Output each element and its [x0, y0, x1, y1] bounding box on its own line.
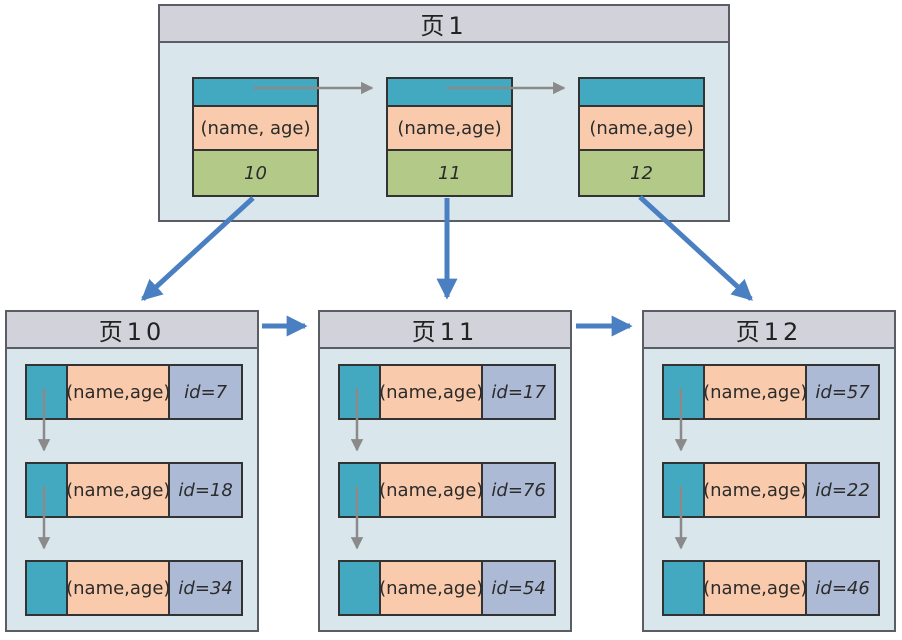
row-fields-cell: (name,age) [703, 366, 807, 418]
row-fields-cell: (name,age) [703, 562, 807, 614]
root-page-header: 页1 [160, 6, 728, 43]
row-id-cell: id=34 [170, 562, 241, 614]
row-pointer-cell [27, 562, 69, 614]
row-pointer-cell [340, 464, 382, 516]
leaf-page-11: 页11 (name,age) id=17 (name,age) id=76 (n… [318, 310, 572, 632]
leaf-row: (name,age) id=18 [25, 462, 243, 518]
row-fields-cell: (name,age) [66, 464, 170, 516]
row-pointer-cell [27, 366, 69, 418]
leaf-page-11-title: 页11 [411, 318, 479, 346]
leaf-page-12-header: 页12 [644, 312, 894, 349]
row-pointer-cell [340, 366, 382, 418]
row-fields-cell: (name,age) [379, 464, 483, 516]
leaf-row: (name,age) id=46 [662, 560, 880, 616]
leaf-page-12: 页12 (name,age) id=57 (name,age) id=22 (n… [642, 310, 896, 632]
record-key-cell: (name,age) [388, 107, 511, 151]
row-id-cell: id=46 [807, 562, 878, 614]
index-record-2: (name,age) 11 [386, 77, 513, 197]
row-id-cell: id=17 [483, 366, 554, 418]
record-pageno-cell: 12 [580, 151, 703, 195]
leaf-page-10-title: 页10 [98, 318, 166, 346]
row-id-cell: id=18 [170, 464, 241, 516]
leaf-row: (name,age) id=54 [338, 560, 556, 616]
record-key-cell: (name,age) [580, 107, 703, 151]
record-key-cell: (name, age) [194, 107, 317, 151]
record-pointer-cell [194, 79, 317, 107]
row-pointer-cell [340, 562, 382, 614]
leaf-row: (name,age) id=7 [25, 364, 243, 420]
row-pointer-cell [27, 464, 69, 516]
leaf-page-11-header: 页11 [320, 312, 570, 349]
record-pointer-cell [388, 79, 511, 107]
index-record-3: (name,age) 12 [578, 77, 705, 197]
row-fields-cell: (name,age) [703, 464, 807, 516]
record-pageno-cell: 11 [388, 151, 511, 195]
row-id-cell: id=54 [483, 562, 554, 614]
leaf-page-10: 页10 (name,age) id=7 (name,age) id=18 (na… [5, 310, 259, 632]
record-pageno-cell: 10 [194, 151, 317, 195]
row-fields-cell: (name,age) [66, 562, 170, 614]
leaf-row: (name,age) id=34 [25, 560, 243, 616]
row-pointer-cell [664, 366, 706, 418]
row-fields-cell: (name,age) [379, 562, 483, 614]
index-record-1: (name, age) 10 [192, 77, 319, 197]
leaf-row: (name,age) id=76 [338, 462, 556, 518]
leaf-page-10-header: 页10 [7, 312, 257, 349]
root-page-title: 页1 [420, 12, 468, 40]
row-id-cell: id=76 [483, 464, 554, 516]
row-pointer-cell [664, 562, 706, 614]
row-id-cell: id=7 [170, 366, 241, 418]
leaf-page-12-title: 页12 [735, 318, 803, 346]
root-page: 页1 (name, age) 10 (name,age) 11 (name,ag… [158, 4, 730, 222]
leaf-row: (name,age) id=17 [338, 364, 556, 420]
row-pointer-cell [664, 464, 706, 516]
row-fields-cell: (name,age) [66, 366, 170, 418]
leaf-row: (name,age) id=22 [662, 462, 880, 518]
record-pointer-cell [580, 79, 703, 107]
row-id-cell: id=57 [807, 366, 878, 418]
row-fields-cell: (name,age) [379, 366, 483, 418]
leaf-row: (name,age) id=57 [662, 364, 880, 420]
row-id-cell: id=22 [807, 464, 878, 516]
